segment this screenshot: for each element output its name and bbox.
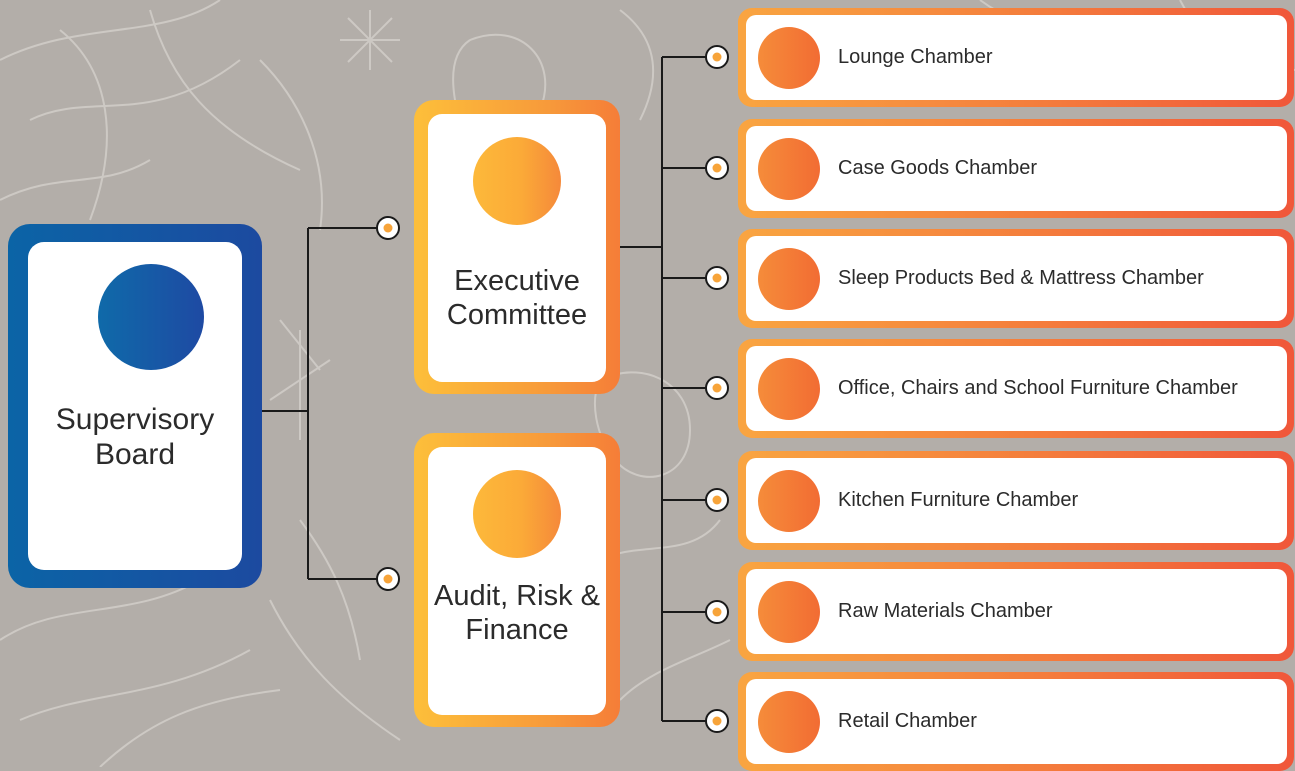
chamber-panel: Case Goods Chamber (746, 126, 1287, 211)
executive-committee-label: Executive Committee (446, 265, 588, 332)
chamber-card-office-chairs-school: Office, Chairs and School Furniture Cham… (738, 339, 1294, 438)
audit-risk-finance-label: Audit, Risk & Finance (434, 580, 600, 647)
audit-risk-finance-icon (473, 470, 561, 558)
chamber-icon (758, 248, 820, 310)
chamber-icon (758, 691, 820, 753)
chamber-icon (758, 358, 820, 420)
chamber-panel: Kitchen Furniture Chamber (746, 458, 1287, 543)
chamber-panel: Retail Chamber (746, 679, 1287, 764)
audit-risk-finance-panel: Audit, Risk & Finance (428, 447, 606, 715)
chamber-card-sleep-products: Sleep Products Bed & Mattress Chamber (738, 229, 1294, 328)
chamber-icon (758, 27, 820, 89)
executive-committee-panel: Executive Committee (428, 114, 606, 382)
chamber-panel: Sleep Products Bed & Mattress Chamber (746, 236, 1287, 321)
chamber-icon (758, 470, 820, 532)
chamber-label: Kitchen Furniture Chamber (838, 489, 1079, 511)
chamber-icon (758, 581, 820, 643)
audit-risk-finance-card: Audit, Risk & Finance (414, 433, 620, 727)
chamber-label: Office, Chairs and School Furniture Cham… (838, 377, 1238, 399)
chamber-label: Raw Materials Chamber (838, 600, 1053, 622)
chamber-label: Case Goods Chamber (838, 157, 1037, 179)
supervisory-board-label: Supervisory Board (55, 403, 215, 472)
chamber-card-kitchen-furniture: Kitchen Furniture Chamber (738, 451, 1294, 550)
chamber-card-lounge: Lounge Chamber (738, 8, 1294, 107)
chamber-label: Retail Chamber (838, 710, 977, 732)
chamber-label: Sleep Products Bed & Mattress Chamber (838, 267, 1204, 289)
supervisory-board-panel: Supervisory Board (28, 242, 242, 570)
chamber-panel: Office, Chairs and School Furniture Cham… (746, 346, 1287, 431)
chamber-panel: Lounge Chamber (746, 15, 1287, 100)
supervisory-board-icon (98, 264, 204, 370)
chamber-icon (758, 138, 820, 200)
chamber-card-retail: Retail Chamber (738, 672, 1294, 771)
executive-committee-icon (473, 137, 561, 225)
chamber-panel: Raw Materials Chamber (746, 569, 1287, 654)
executive-committee-card: Executive Committee (414, 100, 620, 394)
chamber-label: Lounge Chamber (838, 46, 993, 68)
chamber-card-case-goods: Case Goods Chamber (738, 119, 1294, 218)
supervisory-board-card: Supervisory Board (8, 224, 262, 588)
chamber-card-raw-materials: Raw Materials Chamber (738, 562, 1294, 661)
